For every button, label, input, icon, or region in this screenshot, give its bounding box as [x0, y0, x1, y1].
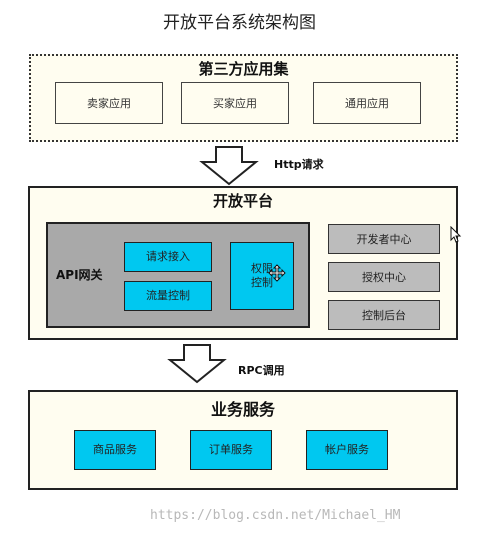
third-party-panel: 第三方应用集 卖家应用 买家应用 通用应用 [29, 54, 458, 142]
product-service-box: 商品服务 [74, 430, 156, 470]
open-platform-title: 开放平台 [212, 192, 273, 210]
general-app-box: 通用应用 [313, 82, 421, 124]
move-cursor-icon [268, 264, 286, 282]
control-backend-box: 控制后台 [328, 300, 440, 330]
business-services-panel: 业务服务 商品服务 订单服务 帐户服务 [28, 390, 458, 490]
request-access-box: 请求接入 [124, 242, 212, 272]
api-gateway-box: API网关 请求接入 流量控制 权限 控制 [46, 222, 310, 328]
order-service-box: 订单服务 [190, 430, 272, 470]
rpc-arrow-icon [167, 344, 227, 384]
watermark: https://blog.csdn.net/Michael_HM [150, 508, 401, 523]
business-services-title: 业务服务 [210, 400, 275, 419]
traffic-control-box: 流量控制 [124, 281, 212, 311]
http-arrow-icon [199, 146, 259, 186]
third-party-title: 第三方应用集 [198, 60, 289, 78]
open-platform-panel: 开放平台 API网关 请求接入 流量控制 权限 控制 开发者中心 授权中心 控制… [28, 186, 458, 340]
seller-app-box: 卖家应用 [55, 82, 163, 124]
http-label: Http请求 [274, 158, 324, 171]
developer-center-box: 开发者中心 [328, 224, 440, 254]
rpc-label: RPC调用 [238, 364, 285, 377]
auth-control-box: 权限 控制 [230, 242, 294, 310]
diagram-title: 开放平台系统架构图 [163, 13, 316, 33]
pointer-cursor-icon [450, 226, 462, 243]
buyer-app-box: 买家应用 [181, 82, 289, 124]
authorization-center-box: 授权中心 [328, 262, 440, 292]
account-service-box: 帐户服务 [306, 430, 388, 470]
auth-control-label: 权限 控制 [251, 261, 273, 289]
api-gateway-label: API网关 [56, 268, 103, 282]
